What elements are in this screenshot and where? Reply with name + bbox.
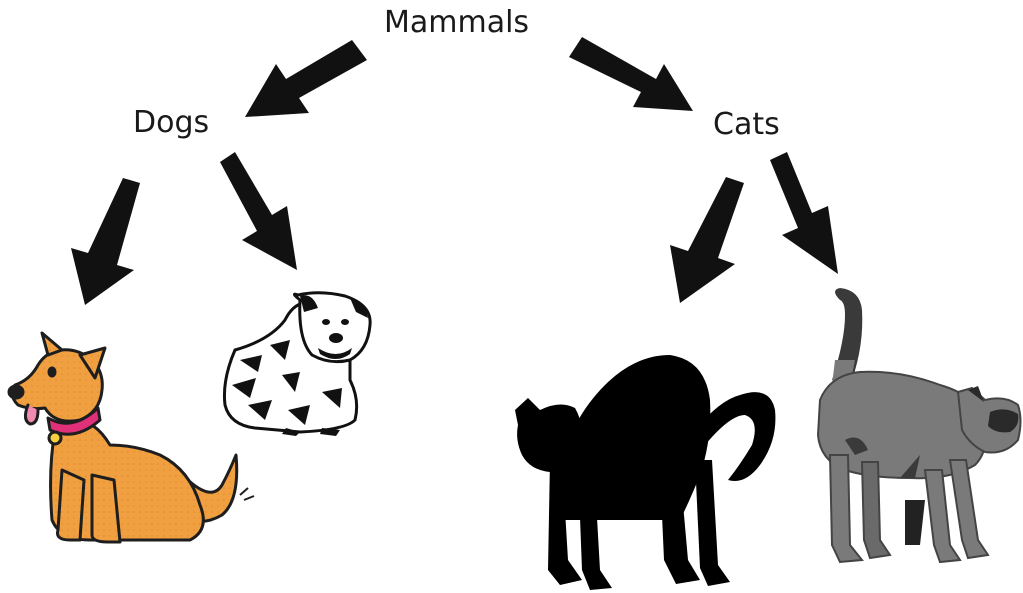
arrows xyxy=(71,37,838,305)
arrow-mammals-to-cats xyxy=(569,37,693,111)
wag-lines xyxy=(240,488,254,500)
orange-dog-illustration xyxy=(9,333,237,542)
black-cat-illustration xyxy=(515,355,775,590)
gray-cat-illustration xyxy=(818,288,1021,562)
arrow-cats-to-black-cat xyxy=(670,177,744,303)
arrow-cats-to-gray-cat xyxy=(770,152,838,274)
bulldog-illustration xyxy=(224,293,370,436)
arrow-dogs-to-orange-dog xyxy=(71,178,140,305)
arrow-mammals-to-dogs xyxy=(245,40,367,117)
arrow-dogs-to-bulldog xyxy=(220,152,297,270)
